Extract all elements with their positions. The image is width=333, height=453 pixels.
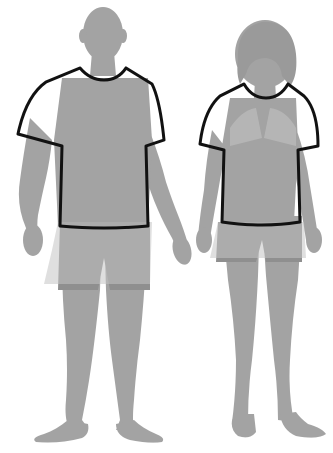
female-right-hand xyxy=(306,227,322,253)
female-left-foot xyxy=(232,414,256,437)
male-right-foot xyxy=(116,420,163,443)
male-ear-right xyxy=(119,29,127,43)
female-underwear-hint xyxy=(210,222,306,258)
male-left-hand xyxy=(23,224,43,256)
male-ear-left xyxy=(79,29,87,43)
male-neck xyxy=(90,52,116,76)
male-left-foot xyxy=(34,420,88,443)
female-figure xyxy=(196,20,326,438)
male-underwear-hint xyxy=(44,222,152,284)
female-right-foot xyxy=(280,412,326,438)
female-left-hand xyxy=(196,227,212,253)
male-figure xyxy=(18,7,195,443)
male-torso xyxy=(54,78,152,226)
